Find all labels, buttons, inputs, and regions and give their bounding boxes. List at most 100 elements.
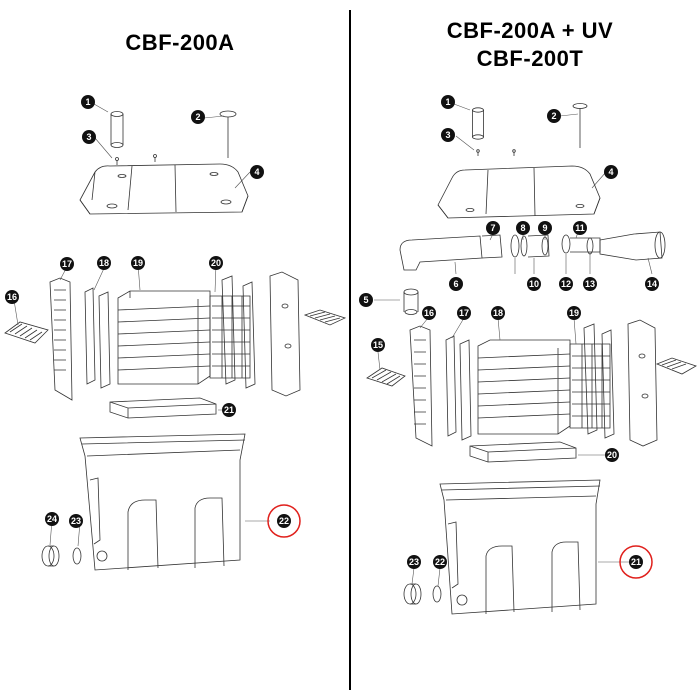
uv-assembly — [399, 231, 666, 271]
svg-text:24: 24 — [47, 514, 57, 524]
svg-text:6: 6 — [453, 279, 458, 289]
part-number-1-right: 1 — [441, 95, 455, 109]
part-3-screws — [115, 154, 157, 165]
right-panel-right — [627, 319, 658, 447]
svg-text:16: 16 — [7, 292, 17, 302]
part-number-12-right: 12 — [559, 277, 573, 291]
svg-text:17: 17 — [459, 308, 469, 318]
part-number-21-right: 21 — [629, 555, 643, 569]
part-1-tube-right — [472, 107, 484, 140]
part-number-22-right: 22 — [433, 555, 447, 569]
rear-dividers — [221, 275, 256, 389]
part-1-tube — [110, 111, 124, 148]
right-grille-right — [655, 357, 697, 375]
part-number-22-left: 22 — [277, 514, 291, 528]
svg-text:16: 16 — [424, 308, 434, 318]
part-number-2-right: 2 — [547, 109, 561, 123]
part-5-fitting — [403, 288, 419, 315]
part-number-2-left: 2 — [191, 110, 205, 124]
part-12-seal — [561, 234, 571, 254]
part-4-lid-right — [437, 165, 601, 219]
part-18-dividers-right — [445, 335, 472, 441]
part-number-9-right: 9 — [538, 221, 552, 235]
part-17-panel — [49, 277, 73, 401]
svg-text:17: 17 — [62, 259, 72, 269]
part-number-20-left: 20 — [209, 256, 223, 270]
part-number-7-right: 7 — [486, 221, 500, 235]
part-21-plate-right — [469, 441, 577, 463]
part-20-cassette-right — [569, 343, 611, 429]
title-cbf-200a-uv: CBF-200A + UV — [446, 18, 614, 43]
part-17-panel-right — [409, 325, 433, 447]
svg-text:3: 3 — [86, 132, 91, 142]
highlight-circle-right — [619, 545, 653, 579]
right-grille — [303, 309, 347, 326]
svg-text:21: 21 — [224, 405, 234, 415]
part-22-tank — [79, 433, 246, 571]
part-6-elbow — [399, 235, 483, 271]
part-number-5-right: 5 — [359, 293, 373, 307]
part-number-8-right: 8 — [516, 221, 530, 235]
svg-text:11: 11 — [575, 223, 585, 233]
left-exploded-view — [4, 103, 347, 571]
part-number-10-right: 10 — [527, 277, 541, 291]
part-number-14-right: 14 — [645, 277, 659, 291]
svg-text:10: 10 — [529, 279, 539, 289]
part-number-20-right: 20 — [605, 448, 619, 462]
part-number-1-left: 1 — [81, 95, 95, 109]
part-4-lid — [79, 163, 249, 215]
svg-text:20: 20 — [211, 258, 221, 268]
part-number-6-right: 6 — [449, 277, 463, 291]
part-7-sleeve — [481, 234, 503, 259]
part-2-rod — [219, 110, 237, 158]
svg-text:7: 7 — [490, 223, 495, 233]
svg-text:19: 19 — [569, 308, 579, 318]
right-leader-lines — [374, 103, 653, 587]
part-19-sponges-right — [477, 339, 571, 435]
svg-text:18: 18 — [493, 308, 503, 318]
svg-text:20: 20 — [607, 450, 617, 460]
part-13-tube — [570, 237, 601, 253]
rear-dividers-right — [583, 323, 615, 439]
part-24-cap — [41, 545, 60, 567]
part-2-rod-right — [572, 103, 588, 148]
title-cbf-200t: CBF-200T — [476, 46, 584, 71]
part-number-23-left: 23 — [69, 514, 83, 528]
part-number-18-left: 18 — [97, 256, 111, 270]
svg-text:15: 15 — [373, 340, 383, 350]
svg-text:1: 1 — [85, 97, 90, 107]
part-21-plate — [109, 397, 217, 419]
panel-divider — [349, 10, 351, 690]
svg-text:9: 9 — [542, 223, 547, 233]
svg-text:18: 18 — [99, 258, 109, 268]
svg-text:13: 13 — [585, 279, 595, 289]
svg-text:8: 8 — [520, 223, 525, 233]
svg-text:2: 2 — [195, 112, 200, 122]
part-number-4-right: 4 — [604, 165, 618, 179]
part-3-screws-right — [476, 149, 516, 156]
part-15-lamp-housing — [599, 231, 663, 261]
part-number-15-right: 15 — [371, 338, 385, 352]
right-exploded-view — [366, 103, 697, 615]
svg-text:4: 4 — [254, 167, 259, 177]
part-number-17-left: 17 — [60, 257, 74, 271]
part-number-18-right: 18 — [491, 306, 505, 320]
left-leader-lines — [13, 103, 270, 547]
highlight-circle-left — [267, 504, 301, 538]
svg-text:23: 23 — [409, 557, 419, 567]
part-number-17-right: 17 — [457, 306, 471, 320]
part-number-3-left: 3 — [82, 130, 96, 144]
part-number-21-left: 21 — [222, 403, 236, 417]
part-23-oring — [72, 547, 82, 565]
svg-text:22: 22 — [279, 516, 289, 526]
part-16-grille — [4, 321, 49, 344]
part-23-oring-right — [432, 585, 442, 603]
title-cbf-200a: CBF-200A — [125, 30, 235, 55]
part-number-16-left: 16 — [5, 290, 19, 304]
part-number-19-right: 19 — [567, 306, 581, 320]
part-number-19-left: 19 — [131, 256, 145, 270]
svg-text:21: 21 — [631, 557, 641, 567]
part-number-3-right: 3 — [441, 128, 455, 142]
